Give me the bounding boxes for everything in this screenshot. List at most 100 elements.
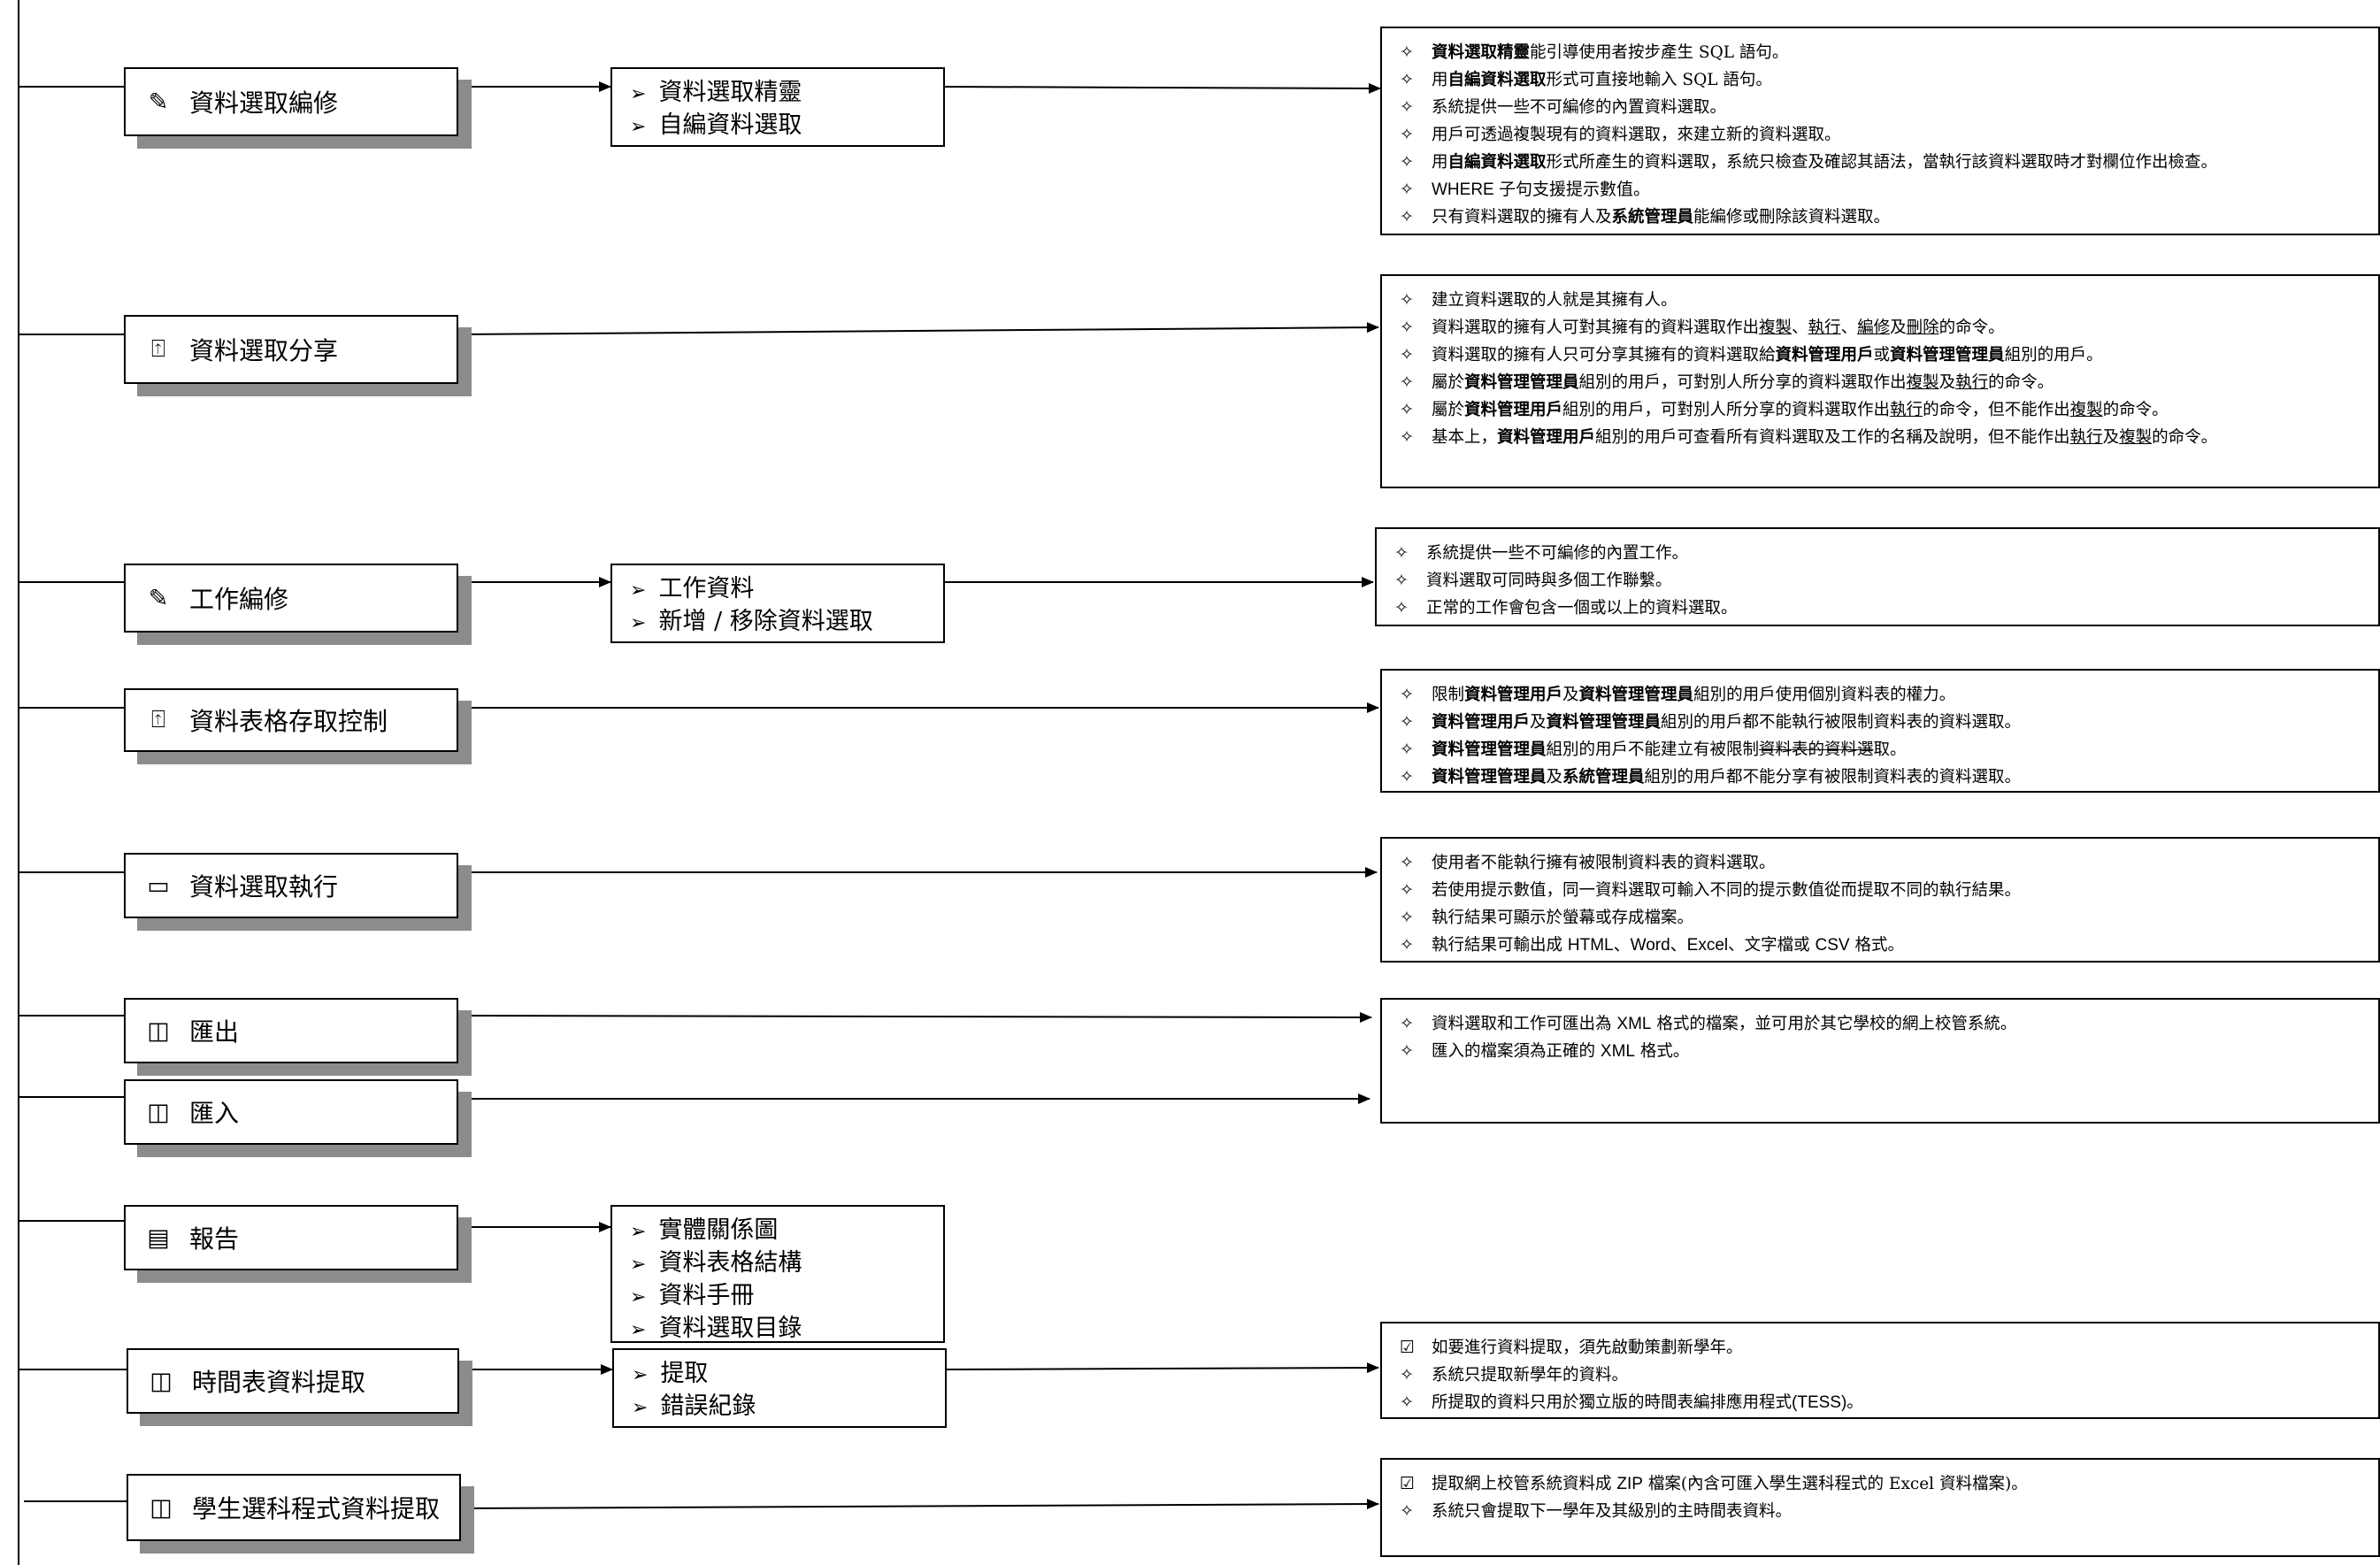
list-item: ☑如要進行資料提取，須先啟動策劃新學年。 bbox=[1400, 1334, 2378, 1362]
node-label: 學生選科程式資料提取 bbox=[192, 1494, 441, 1523]
list-item: ✧資料選取精靈能引導使用者按步產生 SQL 語句。 bbox=[1400, 39, 2378, 66]
list-item: ✧資料管理管理員組別的用戶不能建立有被限制資料表的資料選取。 bbox=[1400, 736, 2378, 763]
arrow-bullet-icon: ➢ bbox=[630, 612, 647, 634]
list-item: ☑提取網上校管系統資料成 ZIP 檔案(內含可匯入學生選科程式的 Excel 資… bbox=[1400, 1470, 2378, 1498]
list-item: ✧WHERE 子句支援提示數值。 bbox=[1400, 176, 2378, 203]
desc-job-edit: ✧系統提供一些不可編修的內置工作。 ✧資料選取可同時與多個工作聯繫。 ✧正常的工… bbox=[1375, 527, 2380, 626]
list-item: ✧資料選取可同時與多個工作聯繫。 bbox=[1394, 567, 2378, 595]
diamond-bullet-icon: ✧ bbox=[1400, 372, 1414, 392]
diamond-bullet-icon: ✧ bbox=[1400, 767, 1414, 786]
list-item: ✧使用者不能執行擁有被限制資料表的資料選取。 bbox=[1400, 849, 2378, 877]
list-item: ✧屬於資料管理管理員組別的用戶，可對別人所分享的資料選取作出複製及執行的命令。 bbox=[1400, 369, 2378, 396]
node-report: ▤ 報告 bbox=[124, 1205, 458, 1270]
node-label: 資料選取執行 bbox=[189, 872, 339, 901]
list-item: ✧執行結果可顯示於螢幕或存成檔案。 bbox=[1400, 904, 2378, 932]
node-label: 報告 bbox=[189, 1224, 240, 1254]
list-item: ✧用自編資料選取形式可直接地輸入 SQL 語句。 bbox=[1400, 66, 2378, 94]
save-icon: ◫ bbox=[147, 1016, 170, 1045]
list-item: ✧正常的工作會包含一個或以上的資料選取。 bbox=[1394, 595, 2378, 622]
diamond-bullet-icon: ✧ bbox=[1400, 1014, 1414, 1033]
diamond-bullet-icon: ✧ bbox=[1400, 1041, 1414, 1061]
list-item: ➢資料手冊 bbox=[630, 1282, 755, 1309]
node-timetable-extract: ◫ 時間表資料提取 bbox=[127, 1348, 459, 1414]
list-item: ✧資料管理管理員及系統管理員組別的用戶都不能分享有被限制資料表的資料選取。 bbox=[1400, 763, 2378, 791]
node-data-selection-edit: ✎ 資料選取編修 bbox=[124, 67, 458, 136]
sub-list-data-selection: ➢資料選取精靈 ➢自編資料選取 bbox=[610, 67, 945, 147]
list-item: ✧系統只提取新學年的資料。 bbox=[1400, 1362, 2378, 1389]
checkbox-icon: ☑ bbox=[1400, 1474, 1416, 1493]
list-item: ✧屬於資料管理用戶組別的用戶，可對別人所分享的資料選取作出執行的命令，但不能作出… bbox=[1400, 396, 2378, 424]
node-label: 時間表資料提取 bbox=[192, 1368, 366, 1397]
save-icon: ◫ bbox=[150, 1493, 173, 1522]
diamond-bullet-icon: ✧ bbox=[1400, 207, 1414, 226]
list-item: ✧若使用提示數值，同一資料選取可輸入不同的提示數值從而提取不同的執行結果。 bbox=[1400, 877, 2378, 904]
arrow-bullet-icon: ➢ bbox=[630, 1286, 647, 1308]
diamond-bullet-icon: ✧ bbox=[1400, 70, 1414, 89]
node-data-selection-share: ⍐ 資料選取分享 bbox=[124, 315, 458, 384]
node-label: 工作編修 bbox=[189, 585, 289, 614]
node-label: 資料選取分享 bbox=[189, 336, 339, 365]
list-item: ➢自編資料選取 bbox=[630, 111, 802, 139]
node-job-edit: ✎ 工作編修 bbox=[124, 564, 458, 633]
list-item: ✧匯入的檔案須為正確的 XML 格式。 bbox=[1400, 1038, 2378, 1065]
save-icon: ◫ bbox=[147, 1098, 170, 1126]
desc-data-selection-edit: ✧資料選取精靈能引導使用者按步產生 SQL 語句。 ✧用自編資料選取形式可直接地… bbox=[1380, 27, 2380, 235]
arrow-bullet-icon: ➢ bbox=[632, 1364, 649, 1386]
computer-icon: ▭ bbox=[147, 871, 170, 900]
node-table-access-control: ⍐ 資料表格存取控制 bbox=[124, 688, 458, 752]
diamond-bullet-icon: ✧ bbox=[1394, 598, 1409, 618]
list-item: ✧系統提供一些不可編修的內置工作。 bbox=[1394, 540, 2378, 567]
diamond-bullet-icon: ✧ bbox=[1400, 1501, 1414, 1521]
node-label: 匯入 bbox=[189, 1099, 240, 1128]
share-icon: ⍐ bbox=[150, 335, 166, 363]
checkbox-icon: ☑ bbox=[1400, 1338, 1416, 1357]
sub-list-report: ➢實體關係圖 ➢資料表格結構 ➢資料手冊 ➢資料選取目錄 bbox=[610, 1205, 945, 1343]
list-item: ✧資料選取和工作可匯出為 XML 格式的檔案，並可用於其它學校的網上校管系統。 bbox=[1400, 1010, 2378, 1038]
arrow-bullet-icon: ➢ bbox=[630, 1221, 647, 1243]
list-item: ✧資料選取的擁有人只可分享其擁有的資料選取給資料管理用戶或資料管理管理員組別的用… bbox=[1400, 341, 2378, 369]
diamond-bullet-icon: ✧ bbox=[1400, 935, 1414, 955]
arrow-bullet-icon: ➢ bbox=[630, 83, 647, 105]
list-item: ➢資料選取精靈 bbox=[630, 79, 802, 106]
desc-import-export: ✧資料選取和工作可匯出為 XML 格式的檔案，並可用於其它學校的網上校管系統。 … bbox=[1380, 998, 2380, 1124]
node-export: ◫ 匯出 bbox=[124, 998, 458, 1063]
diamond-bullet-icon: ✧ bbox=[1394, 543, 1409, 563]
diamond-bullet-icon: ✧ bbox=[1400, 97, 1414, 117]
diamond-bullet-icon: ✧ bbox=[1394, 571, 1409, 590]
diamond-bullet-icon: ✧ bbox=[1400, 740, 1414, 759]
diamond-bullet-icon: ✧ bbox=[1400, 427, 1414, 447]
node-import: ◫ 匯入 bbox=[124, 1079, 458, 1145]
diamond-bullet-icon: ✧ bbox=[1400, 125, 1414, 144]
diamond-bullet-icon: ✧ bbox=[1400, 400, 1414, 419]
diamond-bullet-icon: ✧ bbox=[1400, 853, 1414, 872]
list-item: ➢資料表格結構 bbox=[630, 1249, 802, 1277]
desc-data-selection-share: ✧建立資料選取的人就是其擁有人。 ✧資料選取的擁有人可對其擁有的資料選取作出複製… bbox=[1380, 274, 2380, 488]
diamond-bullet-icon: ✧ bbox=[1400, 880, 1414, 900]
diamond-bullet-icon: ✧ bbox=[1400, 42, 1414, 62]
diamond-bullet-icon: ✧ bbox=[1400, 712, 1414, 732]
desc-data-selection-run: ✧使用者不能執行擁有被限制資料表的資料選取。 ✧若使用提示數值，同一資料選取可輸… bbox=[1380, 837, 2380, 963]
list-item: ✧用戶可透過複製現有的資料選取，來建立新的資料選取。 bbox=[1400, 121, 2378, 149]
list-item: ✧系統只會提取下一學年及其級別的主時間表資料。 bbox=[1400, 1498, 2378, 1525]
list-item: ✧基本上，資料管理用戶組別的用戶可查看所有資料選取及工作的名稱及說明，但不能作出… bbox=[1400, 424, 2378, 451]
list-item: ✧資料管理用戶及資料管理管理員組別的用戶都不能執行被限制資料表的資料選取。 bbox=[1400, 709, 2378, 736]
diamond-bullet-icon: ✧ bbox=[1400, 152, 1414, 172]
node-label: 資料表格存取控制 bbox=[189, 707, 388, 736]
node-label: 資料選取編修 bbox=[189, 88, 339, 118]
save-icon: ◫ bbox=[150, 1367, 173, 1395]
diamond-bullet-icon: ✧ bbox=[1400, 345, 1414, 364]
sub-list-job-edit: ➢工作資料 ➢新增 / 移除資料選取 bbox=[610, 564, 945, 643]
diamond-bullet-icon: ✧ bbox=[1400, 908, 1414, 927]
list-item: ➢資料選取目錄 bbox=[630, 1315, 802, 1342]
arrow-bullet-icon: ➢ bbox=[630, 116, 647, 138]
list-item: ✧用自編資料選取形式所產生的資料選取，系統只檢查及確認其語法，當執行該資料選取時… bbox=[1400, 149, 2378, 176]
list-item: ➢工作資料 bbox=[630, 575, 755, 602]
arrow-bullet-icon: ➢ bbox=[632, 1397, 649, 1419]
list-item: ➢提取 bbox=[632, 1360, 709, 1387]
sub-list-timetable: ➢提取 ➢錯誤紀錄 bbox=[612, 1348, 947, 1428]
arrow-bullet-icon: ➢ bbox=[630, 1254, 647, 1276]
diamond-bullet-icon: ✧ bbox=[1400, 1392, 1414, 1412]
list-item: ➢實體關係圖 bbox=[630, 1216, 779, 1244]
arrow-bullet-icon: ➢ bbox=[630, 1319, 647, 1341]
